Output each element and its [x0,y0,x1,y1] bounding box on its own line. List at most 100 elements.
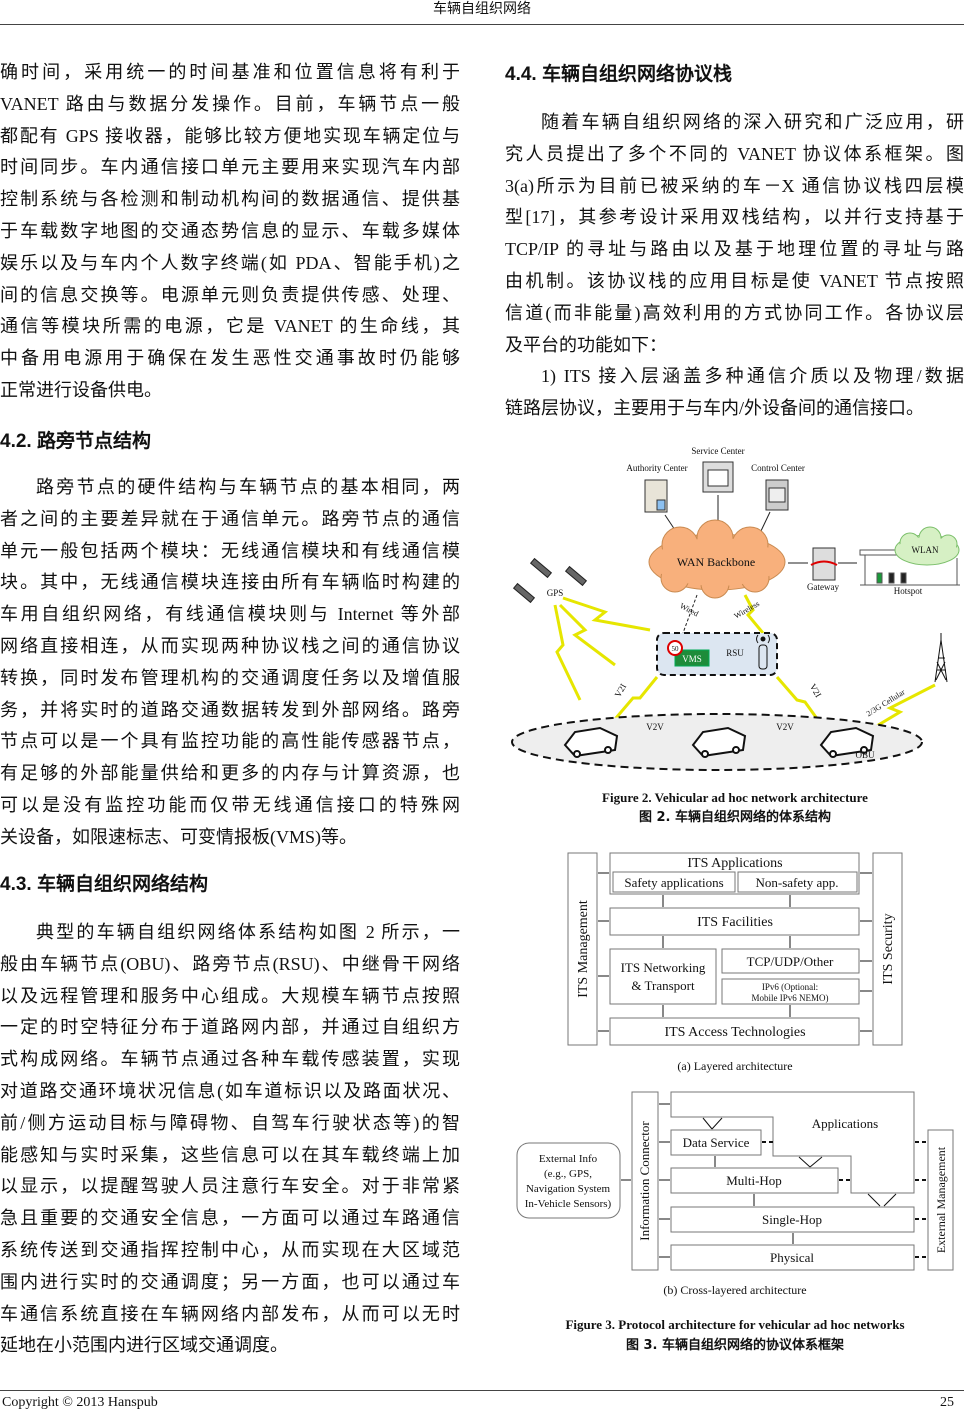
gps-label: GPS [547,588,564,598]
text-line: 系统传送到交通指挥控制中心，从而实现在大区域范 [0,1239,460,1260]
text-line: 关设备，如限速标志、可变情报板(VMS)等。 [0,826,358,847]
its-applications-label: ITS Applications [687,856,782,871]
its-access-label: ITS Access Technologies [664,1025,805,1040]
single-hop-label: Single-Hop [762,1212,822,1227]
text-line: 般由车辆节点(OBU)、路旁节点(RSU)、中继骨干网络 [0,953,460,974]
text-line: 信道(而非能量)高效利用的方式协同工作。各协议层 [505,302,964,323]
page-number: 25 [940,1395,954,1410]
gateway-label: Gateway [807,582,839,592]
text-line: 一定的时空特征分布于道路网内部，并通过自组织方 [0,1017,460,1038]
header-rule [0,24,964,25]
data-service-box [670,1129,762,1156]
its-security-box [872,852,903,1046]
text-line: 3(a)所示为目前已被采纳的车－X 通信协议栈四层模 [505,175,964,196]
text-line: 间的信息交换等。电源单元则负责提供传感、处理、 [0,284,460,305]
hotspot-label: Hotspot [894,586,923,596]
multi-hop-box [670,1167,839,1194]
speed-limit-sign [667,640,683,656]
text-line: 时间同步。车内通信接口单元主要用来实现汽车内部 [0,157,460,178]
text-line: 确时间，采用统一的时间基准和位置信息将有利于 [0,62,460,82]
paragraph-3: 典型的车辆自组织网络体系结构如图 2 所示，一般由车辆节点(OBU)、路旁节点(… [0,917,460,1362]
text-line: 正常进行设备供电。 [0,379,162,400]
text-line: 通信等模块所需的电源，它是 VANET 的生命线，其 [0,316,460,337]
text-line: 典型的车辆自组织网络体系结构如图 2 所示，一 [36,922,460,942]
safety-applications-box [612,871,736,893]
ipv6-label-2: Mobile IPv6 NEMO) [752,993,829,1003]
text-line: 转换，同时发布管理机构的交通调度任务以及增值服 [0,667,460,688]
text-line: 车用自组织网络，有线通信模块则与 Internet 等外部 [0,604,460,625]
text-line: 单元一般包括两个模块：无线通信模块和有线通信模 [0,540,460,561]
tcp-udp-box [721,948,860,974]
figure-3-protocol-architecture: ITS Management ITS Security ITS Applicat… [516,852,954,1353]
tcp-udp-label: TCP/UDP/Other [747,954,834,969]
text-line: 1) ITS 接入层涵盖多种通信介质以及物理/数据 [541,366,964,386]
ipv6-box [721,978,860,1005]
non-safety-app-label: Non-safety app. [755,875,838,890]
v2v-right-label: V2V [776,722,794,732]
its-management-box [567,852,598,1046]
v2i-left-label: V2I [613,682,629,699]
section-heading-4-4: 4.4. 车辆自组织网络协议栈 [505,64,732,85]
gateway-icon [810,547,838,581]
text-line: 以显示，以提醒驾驶人员注意行车安全。对于非常紧 [0,1176,460,1197]
wlan-cloud [894,526,960,566]
text-line: 控制系统与各检测和制动机构间的数据通信、提供基 [0,189,460,210]
copyright: Copyright © 2013 Hanspub [2,1395,158,1410]
its-networking-box [609,948,717,1005]
control-center-label: Control Center [751,463,805,473]
external-info-label-4: In-Vehicle Sensors) [525,1198,612,1210]
antenna-icon [756,634,770,670]
physical-label: Physical [770,1250,814,1265]
gps-satellite-icon [512,557,588,604]
figure-2-caption-en: Figure 2. Vehicular ad hoc network archi… [602,790,868,805]
information-connector-label: Information Connector [637,1121,652,1241]
wlan-label: WLAN [912,545,939,555]
cross-layer-arrows [621,1103,897,1258]
vms-label: VMS [682,654,702,664]
information-connector-box [631,1091,659,1271]
text-line: 由机制。该协议栈的应用目标是使 VANET 节点按照 [505,270,964,291]
connection-arrows [664,495,857,634]
text-line: 者之间的主要差异就在于通信单元。路旁节点的通信 [0,508,460,529]
footer-rule [0,1390,964,1391]
text-line: 节点可以是一个具有监控功能的高性能传感器节点， [0,731,460,752]
figure-3a-caption: (a) Layered architecture [677,1059,792,1073]
text-line: VANET 路由与数据分发操作。目前，车辆节点一般 [0,93,460,114]
ipv6-label-1: IPv6 (Optional: [762,982,818,992]
obu-label: OBU [855,750,875,760]
text-line: 前/侧方运动目标与障碍物、自驾车行驶状态等)的智 [0,1112,460,1133]
car-icon [563,726,875,758]
text-line: 能感知与实时采集，这些信息可以在其车载终端上加 [0,1144,460,1165]
wireless-label: Wireless [733,599,761,621]
server-icon [644,461,789,513]
text-line: 以及远程管理和服务中心组成。大规模车辆节点按照 [0,985,460,1006]
paragraph-5: 1) ITS 接入层涵盖多种通信介质以及物理/数据链路层协议，主要用于与车内/外… [505,361,964,425]
section-heading-4-2: 4.2. 路旁节点结构 [0,431,151,452]
text-line: 车通信系统直接在车辆网络内部发布，从而可以无时 [0,1303,460,1324]
text-line: 延地在小范围内进行区域交通调度。 [0,1335,288,1356]
safety-applications-label: Safety applications [624,875,723,890]
text-line: 块。其中，无线通信模块连接由所有车辆临时构建的 [0,572,460,593]
wan-backbone-label: WAN Backbone [677,555,755,569]
text-line: 型[17]，其参考设计采用双栈结构，以并行支持基于 [505,207,964,228]
layer-arrows [598,872,872,1032]
figure-2-caption-zh: 图 2. 车辆自组织网络的体系结构 [639,809,831,825]
text-line: 路旁节点的硬件结构与车辆节点的基本相同，两 [36,477,460,497]
non-safety-app-box [737,871,858,893]
its-facilities-box [609,907,860,936]
single-hop-box [670,1206,915,1233]
text-line: 究人员提出了多个不同的 VANET 协议体系框架。图 [505,143,964,164]
v2v-left-label: V2V [646,722,664,732]
text-line: 中备用电源用于确保在发生恶性交通事故时仍能够 [0,348,460,369]
its-management-label: ITS Management [576,900,591,998]
figure-2-network-architecture: Service Center Authority Center Control … [511,446,960,825]
its-security-label: ITS Security [881,913,896,984]
wan-backbone-cloud [648,519,786,599]
paragraph-2: 路旁节点的硬件结构与车辆节点的基本相同，两者之间的主要差异就在于通信单元。路旁节… [0,472,460,854]
text-line: 可以是没有监控功能而仅带无线通信接口的特殊网 [0,794,460,815]
external-management-label: External Management [934,1146,948,1253]
applications-box [670,1091,915,1194]
its-facilities-label: ITS Facilities [697,915,773,930]
applications-label: Applications [812,1116,878,1131]
paragraph-4: 随着车辆自组织网络的深入研究和广泛应用，研究人员提出了多个不同的 VANET 协… [505,107,964,361]
